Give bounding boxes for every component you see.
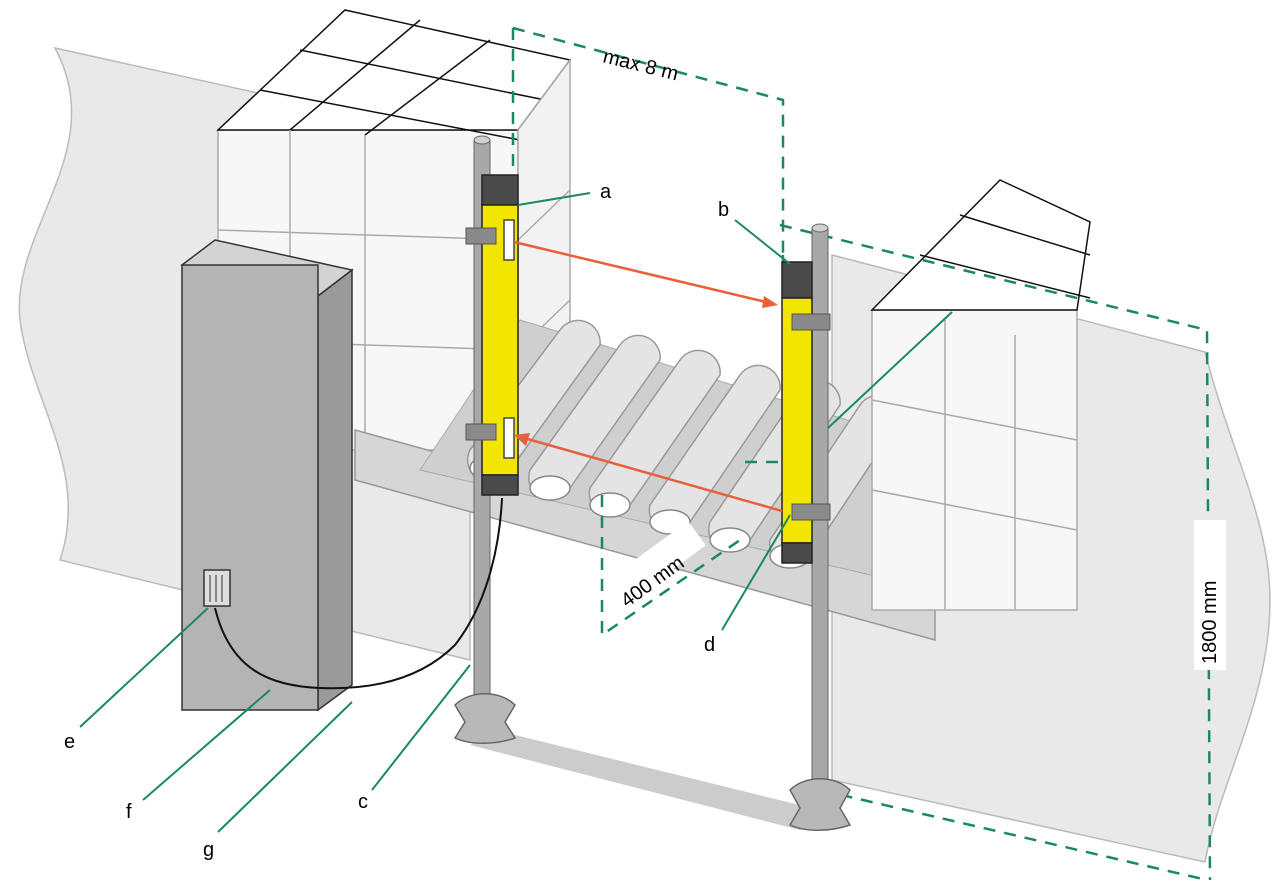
max-distance-label: max 8 m — [601, 46, 681, 86]
sensor-a — [465, 174, 519, 496]
label-a: a — [600, 181, 612, 203]
label-d: d — [704, 634, 715, 656]
label-c: c — [358, 791, 368, 813]
connection-cable — [214, 497, 503, 690]
sensor-b — [781, 261, 831, 564]
floor-shadow — [470, 730, 820, 830]
label-b: b — [718, 199, 729, 221]
leader-lines — [79, 192, 953, 833]
safety-relay-module — [203, 569, 231, 607]
total-height-label: 1800 mm — [1199, 581, 1221, 664]
label-g: g — [203, 839, 214, 861]
right-pallet-load — [870, 179, 1091, 611]
label-e: e — [64, 731, 75, 753]
label-f: f — [126, 801, 132, 823]
light-beams — [513, 240, 783, 513]
control-cabinet — [180, 239, 354, 712]
